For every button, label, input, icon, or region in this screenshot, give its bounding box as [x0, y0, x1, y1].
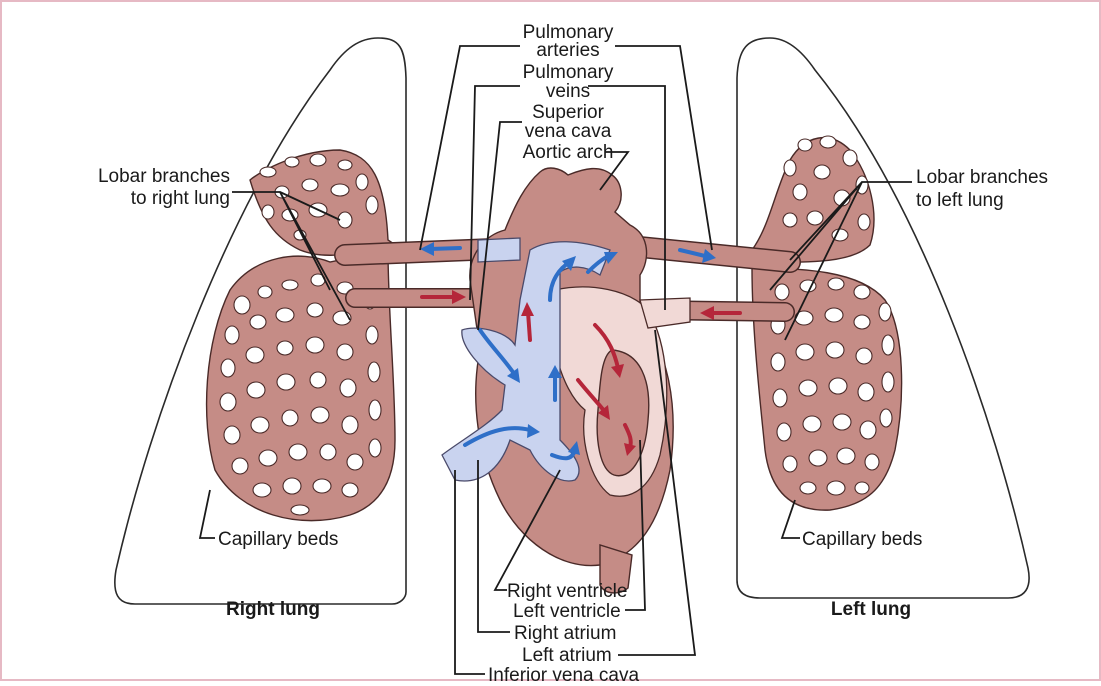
label-right-atrium: Right atrium — [514, 623, 616, 644]
label-capillary-left: Capillary beds — [802, 529, 922, 550]
label-aortic-arch: Aortic arch — [523, 142, 614, 163]
label-capillary-right: Capillary beds — [218, 529, 338, 550]
label-superior-vena-cava-2: vena cava — [525, 121, 612, 142]
label-pulmonary-veins-1: Pulmonary — [523, 62, 614, 83]
label-pulmonary-veins-2: veins — [546, 81, 590, 102]
pulmonary-trunk — [478, 238, 520, 262]
label-lobar-right-1: Lobar branches — [98, 166, 230, 187]
label-left-atrium: Left atrium — [522, 645, 612, 666]
label-inferior-vena-cava: Inferior vena cava — [488, 665, 639, 681]
label-right-ventricle: Right ventricle — [507, 581, 627, 602]
right-capillary-bed — [207, 150, 400, 521]
label-pulmonary-arteries-2: arteries — [536, 40, 599, 61]
label-lobar-left-1: Lobar branches — [916, 167, 1048, 188]
heart — [442, 168, 690, 593]
label-left-ventricle: Left ventricle — [513, 601, 621, 622]
label-superior-vena-cava-1: Superior — [532, 102, 604, 123]
label-left-lung: Left lung — [831, 599, 911, 620]
label-lobar-right-2: to right lung — [131, 188, 230, 209]
label-right-lung: Right lung — [226, 599, 320, 620]
label-lobar-left-2: to left lung — [916, 190, 1004, 211]
